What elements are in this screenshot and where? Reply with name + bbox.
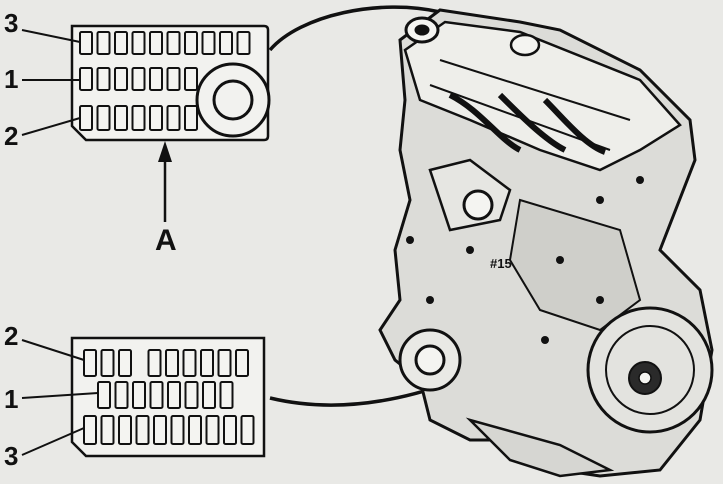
callout-bottom-3: 3	[4, 441, 18, 471]
callout-top-2: 2	[4, 121, 18, 151]
code-cell	[131, 67, 146, 91]
code-cell	[114, 31, 128, 55]
code-cell	[165, 349, 179, 377]
round-boss-icon	[195, 62, 271, 138]
code-cell	[170, 415, 185, 445]
top-plate-row-3	[79, 31, 251, 55]
code-cell	[235, 349, 249, 377]
code-cell	[114, 381, 129, 409]
code-cell	[135, 415, 150, 445]
svg-text:#15: #15	[490, 256, 512, 271]
code-cell	[202, 381, 216, 409]
bottom-plate-row-1	[97, 381, 234, 409]
code-cell	[118, 415, 132, 445]
code-cell	[100, 349, 115, 377]
code-cell	[79, 67, 93, 91]
code-cell	[166, 67, 181, 91]
callout-bottom-2: 2	[4, 321, 18, 351]
code-cell	[188, 415, 202, 445]
code-cell	[184, 381, 199, 409]
code-cell	[166, 31, 181, 55]
code-cell	[118, 349, 132, 377]
top-code-plate	[70, 24, 271, 142]
code-cell	[131, 31, 146, 55]
top-callouts: 3 1 2	[4, 8, 81, 151]
code-cell	[83, 349, 97, 377]
code-cell	[114, 105, 128, 131]
code-cell	[100, 415, 115, 445]
code-cell	[153, 415, 167, 445]
callout-top-1: 1	[4, 64, 18, 94]
bottom-callouts: 2 1 3	[4, 321, 99, 471]
code-cell	[217, 349, 232, 377]
code-cell	[147, 349, 162, 377]
code-cell	[149, 105, 163, 131]
code-cell	[79, 31, 93, 55]
code-cell	[200, 349, 214, 377]
code-cell	[223, 415, 237, 445]
bottom-code-plate	[70, 336, 266, 458]
code-cell	[96, 105, 111, 131]
code-cell	[236, 31, 251, 55]
code-cell	[114, 67, 128, 91]
code-cell	[79, 105, 93, 131]
code-cell	[240, 415, 255, 445]
code-cell	[184, 67, 198, 91]
callout-top-3: 3	[4, 8, 18, 38]
code-cell	[219, 31, 233, 55]
code-cell	[131, 105, 146, 131]
code-cell	[166, 105, 181, 131]
code-cell	[96, 67, 111, 91]
arrow-a: A	[155, 141, 177, 257]
code-cell	[219, 381, 234, 409]
code-cell	[83, 415, 97, 445]
bottom-plate-row-2	[83, 349, 249, 377]
code-cell	[167, 381, 181, 409]
top-plate-row-1	[79, 67, 198, 91]
top-plate-row-2	[79, 105, 198, 131]
code-cell	[184, 105, 198, 131]
engine-block-icon: #15	[378, 8, 714, 478]
code-cell	[149, 381, 164, 409]
code-cell	[182, 349, 197, 377]
code-cell	[149, 31, 163, 55]
code-cell	[132, 381, 146, 409]
code-cell	[96, 31, 111, 55]
bottom-plate-row-3	[83, 415, 255, 445]
arrow-a-label: A	[155, 224, 177, 257]
code-cell	[184, 31, 198, 55]
callout-bottom-1: 1	[4, 384, 18, 414]
code-cell	[205, 415, 220, 445]
code-cell	[97, 381, 111, 409]
code-cell	[201, 31, 216, 55]
code-cell	[149, 67, 163, 91]
